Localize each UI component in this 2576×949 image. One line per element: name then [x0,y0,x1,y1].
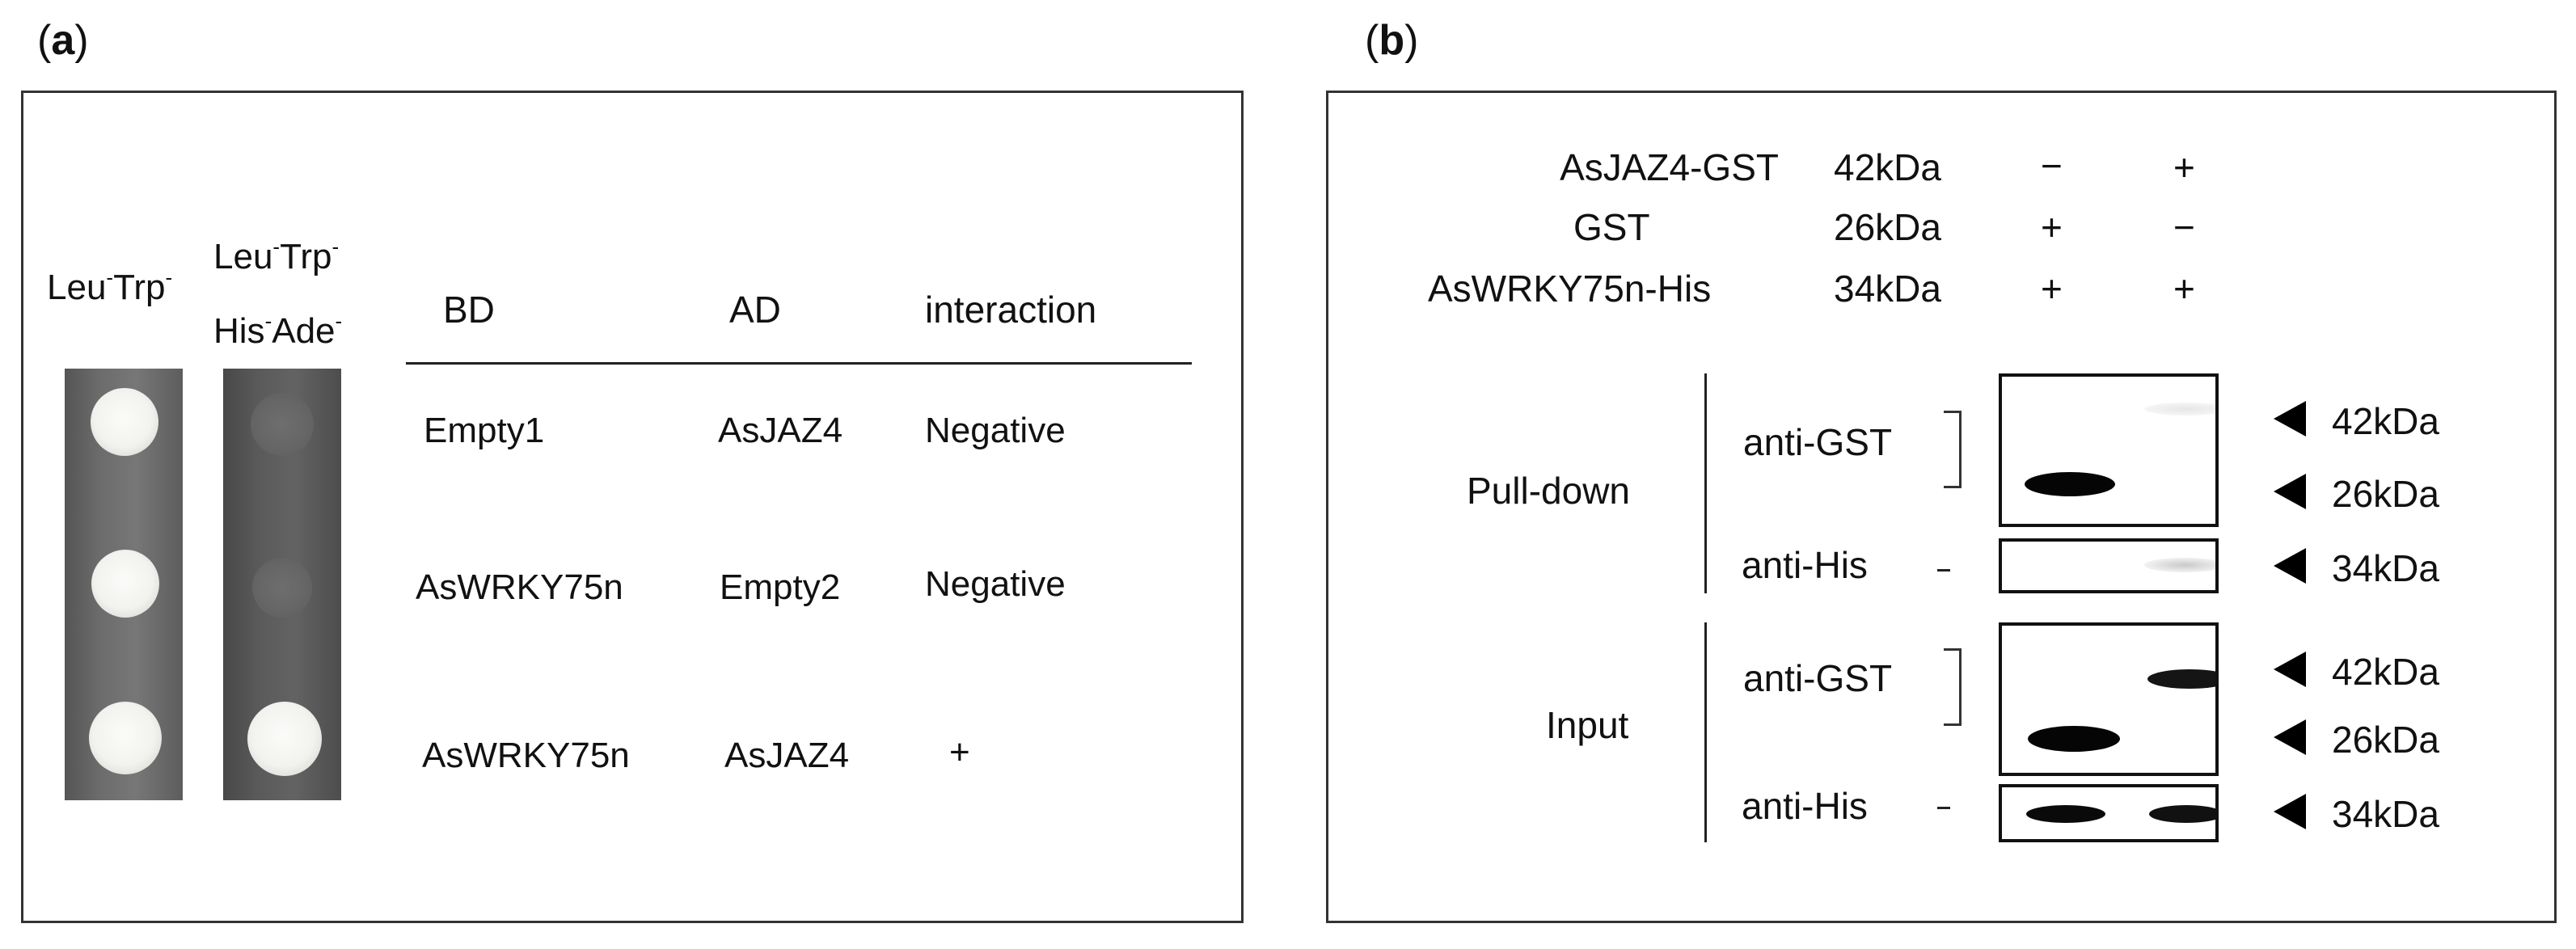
input-divider [1704,622,1707,842]
table-header-rule [406,362,1192,365]
plate2-label-line1: Leu-Trp- [213,234,340,276]
blot-input-anti-gst [1999,622,2219,776]
protein-size-42: 42kDa [1834,146,1941,188]
pulldown-anti-gst-label: anti-GST [1743,421,1893,463]
lane2-sign-asjaz4-gst: + [2173,146,2195,188]
input-anti-his-label: anti-His [1742,785,1868,827]
row2-interaction: Negative [925,564,1066,604]
colony [251,393,314,456]
pulldown-label: Pull-down [1467,470,1630,512]
pulldown-divider [1704,373,1707,593]
colony [247,702,322,776]
arrow-pulldown-26 [2274,474,2306,509]
band-pulldown-his-34-lane2 [2144,558,2215,572]
pulldown-his-dash [1937,569,1950,572]
colony [252,558,312,618]
lane2-sign-gst: − [2173,206,2195,248]
colony [91,550,159,618]
lane1-sign-aswrky75n-his: + [2041,268,2063,310]
row2-bd: AsWRKY75n [416,567,623,607]
row1-interaction: Negative [925,411,1066,450]
protein-name-aswrky75n-his: AsWRKY75n-His [1428,268,1712,310]
row2-ad: Empty2 [720,567,841,607]
row1-bd: Empty1 [424,411,545,450]
protein-size-26: 26kDa [1834,206,1941,248]
arrow-input-26 [2274,719,2306,755]
row3-interaction: + [949,732,970,772]
colony [91,388,158,456]
blot-pulldown-anti-gst [1999,373,2219,527]
plate2-label-line2: His-Ade- [213,309,343,351]
lane1-sign-asjaz4-gst: − [2041,145,2063,187]
protein-size-34: 34kDa [1834,268,1941,310]
pulldown-anti-his-label: anti-His [1742,544,1868,586]
blot-pulldown-anti-his [1999,538,2219,593]
plate-strip-leu-trp-his-ade [223,369,341,800]
panel-a-frame [21,91,1244,923]
band-input-gst-26-lane1 [2028,726,2120,752]
input-gst-bracket [1944,648,1962,726]
band-pulldown-gst-26-lane1 [2025,472,2115,496]
arrow-input-34 [2274,794,2306,829]
header-bd: BD [443,289,495,331]
band-input-his-34-lane2 [2149,805,2215,823]
panel-a-label: (a) [37,17,89,64]
lane2-sign-aswrky75n-his: + [2173,268,2195,310]
input-his-dash [1937,807,1950,809]
band-pulldown-gst-42-lane2 [2144,403,2215,415]
input-anti-gst-label: anti-GST [1743,657,1893,699]
marker-pulldown-26: 26kDa [2332,473,2439,515]
panel-b-label: (b) [1365,17,1419,64]
protein-name-asjaz4-gst: AsJAZ4-GST [1560,146,1779,188]
marker-input-42: 42kDa [2332,651,2439,693]
marker-pulldown-34: 34kDa [2332,547,2439,589]
protein-name-gst: GST [1573,206,1650,248]
header-interaction: interaction [925,289,1097,331]
marker-pulldown-42: 42kDa [2332,400,2439,442]
row3-bd: AsWRKY75n [422,736,630,775]
colony [89,702,162,774]
lane1-sign-gst: + [2041,206,2063,248]
plate1-label: Leu-Trp- [47,265,173,307]
band-input-his-34-lane1 [2026,805,2105,823]
arrow-pulldown-42 [2274,401,2306,437]
plate-strip-leu-trp [65,369,183,800]
arrow-input-42 [2274,652,2306,687]
input-label: Input [1546,704,1629,746]
panel-b-frame [1326,91,2557,923]
header-ad: AD [729,289,781,331]
arrow-pulldown-34 [2274,548,2306,584]
pulldown-gst-bracket [1944,411,1962,488]
blot-input-anti-his [1999,784,2219,842]
band-input-gst-42-lane2 [2147,669,2215,689]
marker-input-34: 34kDa [2332,793,2439,835]
row3-ad: AsJAZ4 [724,736,850,775]
marker-input-26: 26kDa [2332,719,2439,761]
row1-ad: AsJAZ4 [718,411,843,450]
